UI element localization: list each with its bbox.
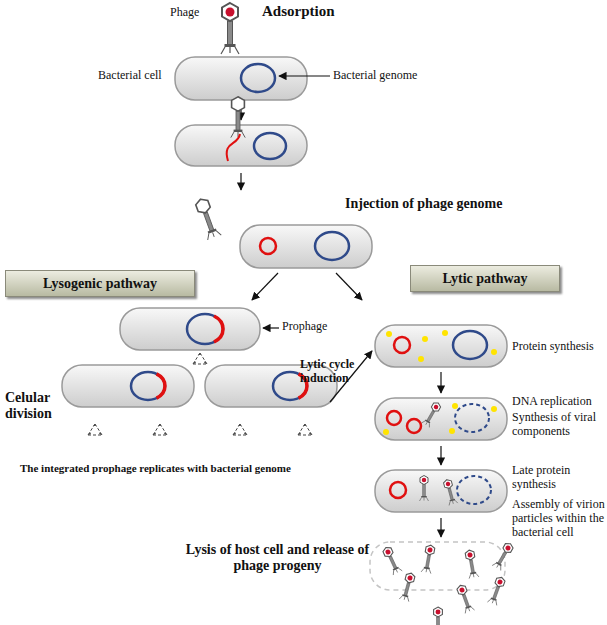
box-text: Lysogenic pathway <box>43 276 157 292</box>
part-label: Bacterial cell <box>98 69 174 83</box>
note-text: The integrated prophage replicates with … <box>20 462 291 475</box>
stage-heading: Celular division <box>5 390 61 422</box>
pathway-box: Lysogenic pathway <box>5 270 195 297</box>
part-label: Phage <box>170 6 220 20</box>
arrow-label: Lytic cycle induction <box>300 358 378 386</box>
part-label: Bacterial genome <box>333 69 453 83</box>
step-label: Synthesis of viral components <box>512 411 606 439</box>
step-label: Late protein synthesis <box>512 464 606 492</box>
box-text: Lytic pathway <box>442 271 527 287</box>
pathway-box: Lytic pathway <box>410 265 560 292</box>
part-label: Prophage <box>282 320 352 334</box>
stage-heading: Adsorption <box>262 3 382 20</box>
stage-heading: Injection of phage genome <box>345 196 545 212</box>
stage-heading: Lysis of host cell and release of phage … <box>185 542 370 574</box>
step-label: Protein synthesis <box>512 340 606 354</box>
step-label: DNA replication <box>512 395 606 409</box>
step-label: Assembly of virion particles within the … <box>512 498 606 539</box>
